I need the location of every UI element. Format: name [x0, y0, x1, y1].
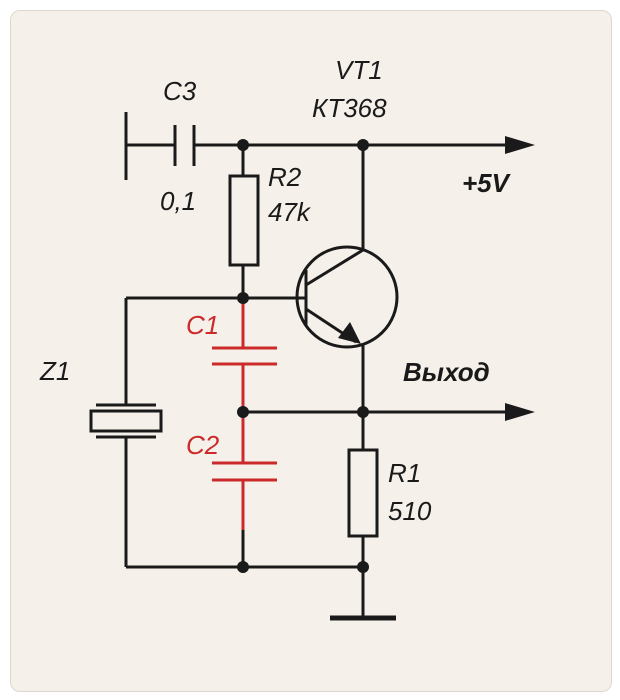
- junction-dot: [357, 139, 369, 151]
- output-label: Выход: [403, 357, 490, 387]
- vt1-body: [295, 245, 399, 349]
- z1-name-label: Z1: [39, 356, 70, 386]
- r1-value-label: 510: [388, 496, 432, 526]
- c3-name-label: C3: [163, 76, 197, 106]
- junction-dot: [237, 139, 249, 151]
- c1-name-label: C1: [186, 310, 219, 340]
- supply-label: +5V: [462, 168, 512, 198]
- vt1-emitter-arrow: [338, 322, 361, 344]
- vt1-model-label: КТ368: [312, 93, 387, 123]
- vt1-name-label: VT1: [335, 55, 383, 85]
- junction-dot: [357, 561, 369, 573]
- r1-body: [347, 448, 379, 538]
- junction-dot: [357, 406, 369, 418]
- output-arrow-icon: [505, 403, 535, 421]
- supply-arrow-icon: [505, 136, 535, 154]
- c2-name-label: C2: [186, 430, 220, 460]
- r1-name-label: R1: [388, 458, 421, 488]
- junction-dot: [237, 406, 249, 418]
- vt1-collector-line: [305, 248, 364, 287]
- junction-dot: [237, 292, 249, 304]
- junction-dot: [237, 561, 249, 573]
- c3-value-label: 0,1: [160, 186, 196, 216]
- z1-crystal-body: [89, 409, 163, 433]
- r2-value-label: 47k: [268, 197, 312, 227]
- r2-name-label: R2: [268, 162, 302, 192]
- r2-body: [228, 174, 260, 267]
- diagram-panel: [10, 10, 612, 692]
